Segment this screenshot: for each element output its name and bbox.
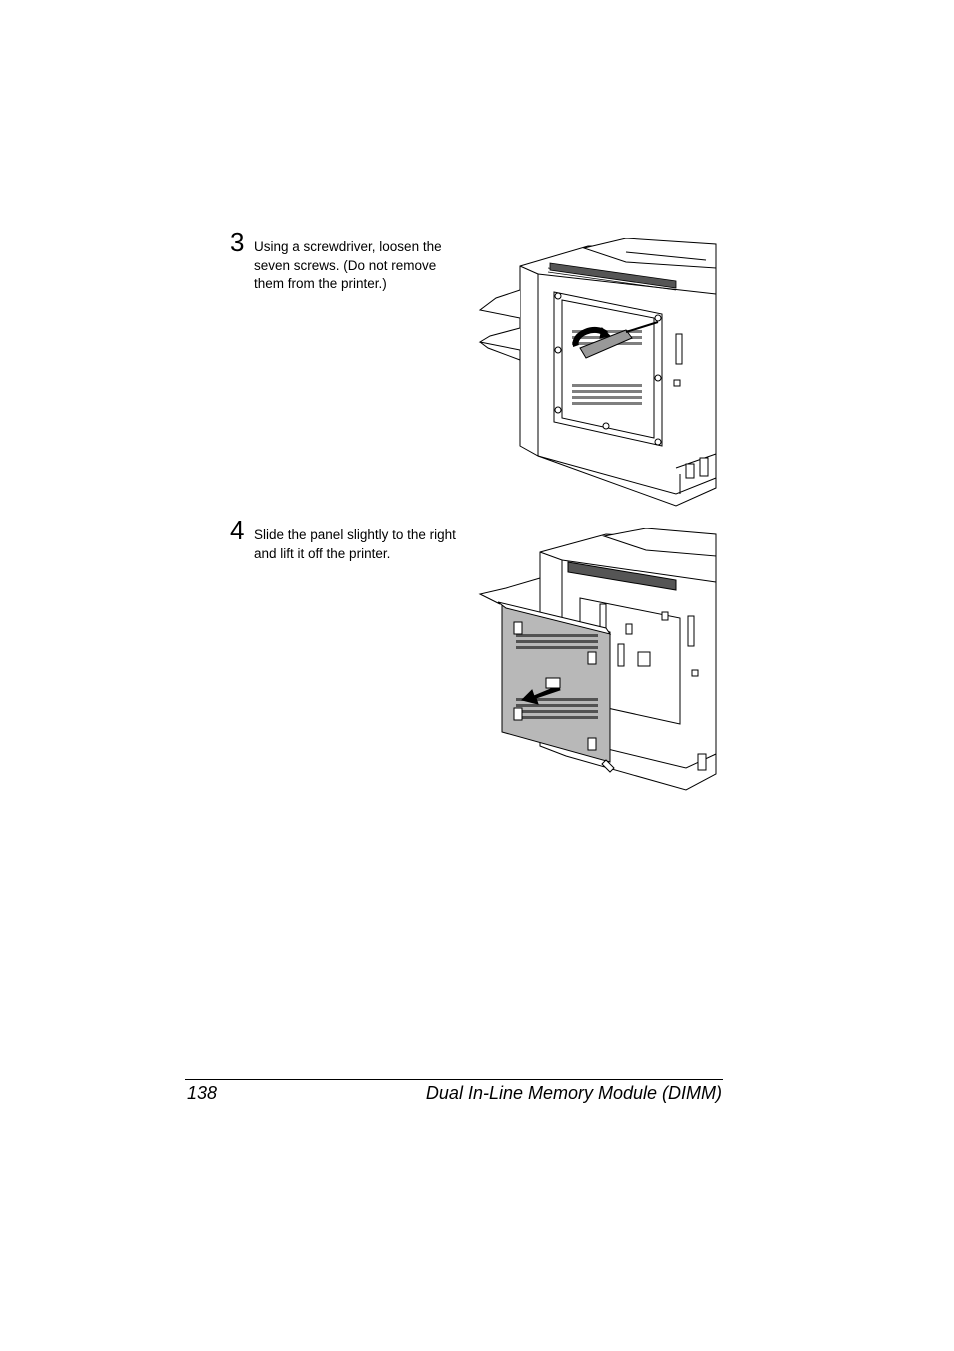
step-instruction: Slide the panel slightly to the right an… <box>254 527 456 561</box>
footer-rule <box>185 1079 723 1080</box>
step-number: 3 <box>230 227 245 257</box>
page-number: 138 <box>187 1083 218 1103</box>
section-title: Dual In-Line Memory Module (DIMM) <box>425 1083 722 1103</box>
step-instruction: Using a screwdriver, loosen the seven sc… <box>254 239 442 291</box>
step-number: 4 <box>230 515 245 545</box>
printer-panel-removal-figure <box>476 527 720 794</box>
printer-screwdriver-figure <box>476 237 720 508</box>
